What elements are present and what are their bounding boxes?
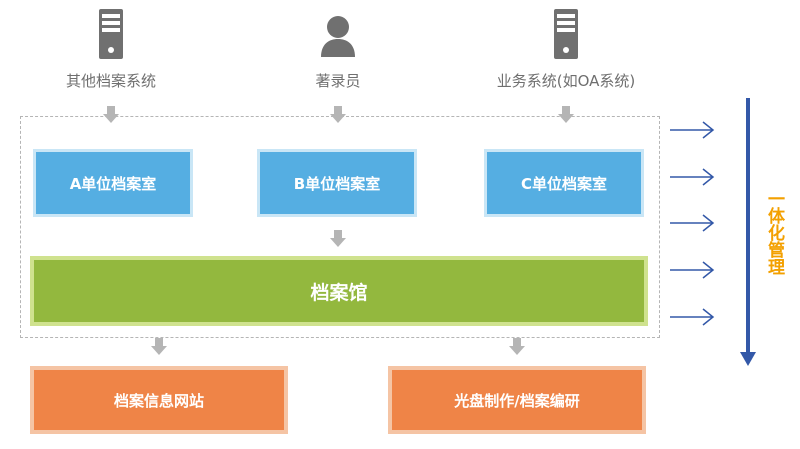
right-arrow-icon (670, 261, 715, 279)
down-arrow-icon (509, 338, 525, 355)
integration-frame (20, 116, 660, 338)
unit-b-archive-label: B单位档案室 (260, 152, 414, 214)
unit-c-archive-box: C单位档案室 (484, 149, 644, 217)
down-arrow-icon (558, 106, 574, 123)
down-arrow-icon (103, 106, 119, 123)
unit-a-archive-box: A单位档案室 (33, 149, 193, 217)
vertical-down-arrow-icon (740, 98, 756, 366)
integrated-management-text: 一体化管理 (764, 190, 784, 275)
archive-website-box: 档案信息网站 (30, 366, 288, 434)
user-icon (321, 16, 355, 57)
down-arrow-icon (330, 106, 346, 123)
right-arrow-icon (670, 308, 715, 326)
down-arrow-icon (330, 230, 346, 247)
unit-c-archive-label: C单位档案室 (487, 152, 641, 214)
unit-a-archive-label: A单位档案室 (36, 152, 190, 214)
disc-production-box: 光盘制作/档案编研 (388, 366, 646, 434)
unit-b-archive-box: B单位档案室 (257, 149, 417, 217)
right-arrow-icon (670, 168, 715, 186)
server-icon (554, 9, 578, 59)
disc-production-label: 光盘制作/档案编研 (392, 370, 642, 430)
right-arrow-icon (670, 214, 715, 232)
right-arrow-icon (670, 121, 715, 139)
down-arrow-icon (151, 338, 167, 355)
archive-box: 档案馆 (30, 256, 648, 326)
source-label-cataloger: 著录员 (315, 72, 361, 90)
archive-label: 档案馆 (34, 260, 644, 322)
source-label-other-archive-system: 其他档案系统 (65, 72, 157, 90)
archive-website-label: 档案信息网站 (34, 370, 284, 430)
server-icon (99, 9, 123, 59)
source-label-business-system: 业务系统(如OA系统) (496, 72, 636, 90)
integrated-management-label: 一体化管理 (764, 190, 784, 280)
